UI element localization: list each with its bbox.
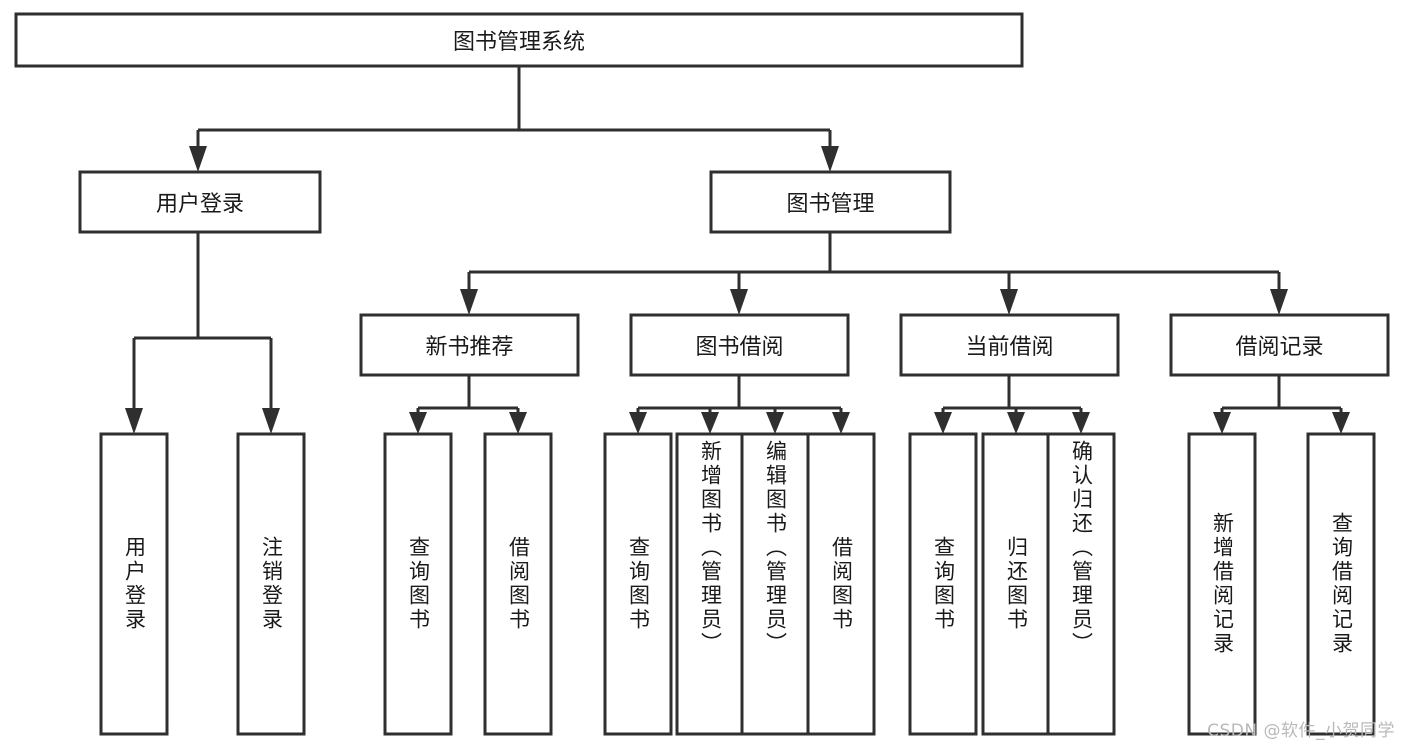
arrow-head-leaf-return-book xyxy=(1007,412,1025,434)
arrow-head-current-borrow xyxy=(1000,289,1018,315)
node-box-leaf-confirm-return[interactable] xyxy=(1046,432,1116,736)
connector-group-user-login-children xyxy=(125,232,280,434)
arrow-head-leaf-query-book-3 xyxy=(934,412,952,434)
arrow-head-leaf-borrow-book-2 xyxy=(832,412,850,434)
connector-group-borrow-record-children xyxy=(1213,375,1350,434)
csdn-watermark: CSDN @软件_小贺同学 xyxy=(1207,721,1395,741)
arrow-head-leaf-query-book-2 xyxy=(629,412,647,434)
connector-group-root-to-level2 xyxy=(189,66,839,172)
node-box-leaf-user-login[interactable] xyxy=(99,432,169,736)
node-box-book-borrow[interactable] xyxy=(629,313,850,377)
node-box-root[interactable] xyxy=(14,12,1024,68)
arrow-head-leaf-query-book-1 xyxy=(409,412,427,434)
arrow-head-leaf-add-book xyxy=(701,412,719,434)
node-box-new-book-rec[interactable] xyxy=(359,313,580,377)
node-box-book-manage[interactable] xyxy=(709,170,952,234)
connector-group-new-book-rec-children xyxy=(409,375,527,434)
node-box-current-borrow[interactable] xyxy=(899,313,1120,377)
node-box-leaf-add-book[interactable] xyxy=(675,432,745,736)
connector-group-book-manage-children xyxy=(460,232,1288,315)
connector-group-current-borrow-children xyxy=(934,375,1090,434)
node-box-borrow-record[interactable] xyxy=(1169,313,1390,377)
arrow-head-leaf-edit-book xyxy=(766,412,784,434)
arrow-head-leaf-logout xyxy=(262,408,280,434)
arrow-head-borrow-record xyxy=(1270,289,1288,315)
node-box-leaf-query-book-1[interactable] xyxy=(383,432,453,736)
node-box-user-login[interactable] xyxy=(78,170,322,234)
arrow-head-user-login xyxy=(189,146,207,172)
arrow-head-book-manage xyxy=(821,146,839,172)
arrow-head-leaf-query-record xyxy=(1332,412,1350,434)
arrow-head-leaf-borrow-book-1 xyxy=(509,412,527,434)
arrow-head-leaf-confirm-return xyxy=(1072,412,1090,434)
node-box-leaf-add-record[interactable] xyxy=(1187,432,1257,736)
arrow-head-leaf-add-record xyxy=(1213,412,1231,434)
node-box-leaf-logout[interactable] xyxy=(236,432,306,736)
node-box-leaf-query-record[interactable] xyxy=(1306,432,1376,736)
node-box-leaf-borrow-book-1[interactable] xyxy=(483,432,553,736)
arrow-head-new-book-rec xyxy=(460,289,478,315)
node-box-leaf-return-book[interactable] xyxy=(981,432,1051,736)
node-box-leaf-borrow-book-2[interactable] xyxy=(806,432,876,736)
node-box-leaf-edit-book[interactable] xyxy=(740,432,810,736)
node-box-leaf-query-book-2[interactable] xyxy=(603,432,673,736)
node-box-leaf-query-book-3[interactable] xyxy=(908,432,978,736)
arrow-head-leaf-user-login xyxy=(125,408,143,434)
arrow-head-book-borrow xyxy=(730,289,748,315)
connector-group-book-borrow-children xyxy=(629,375,850,434)
